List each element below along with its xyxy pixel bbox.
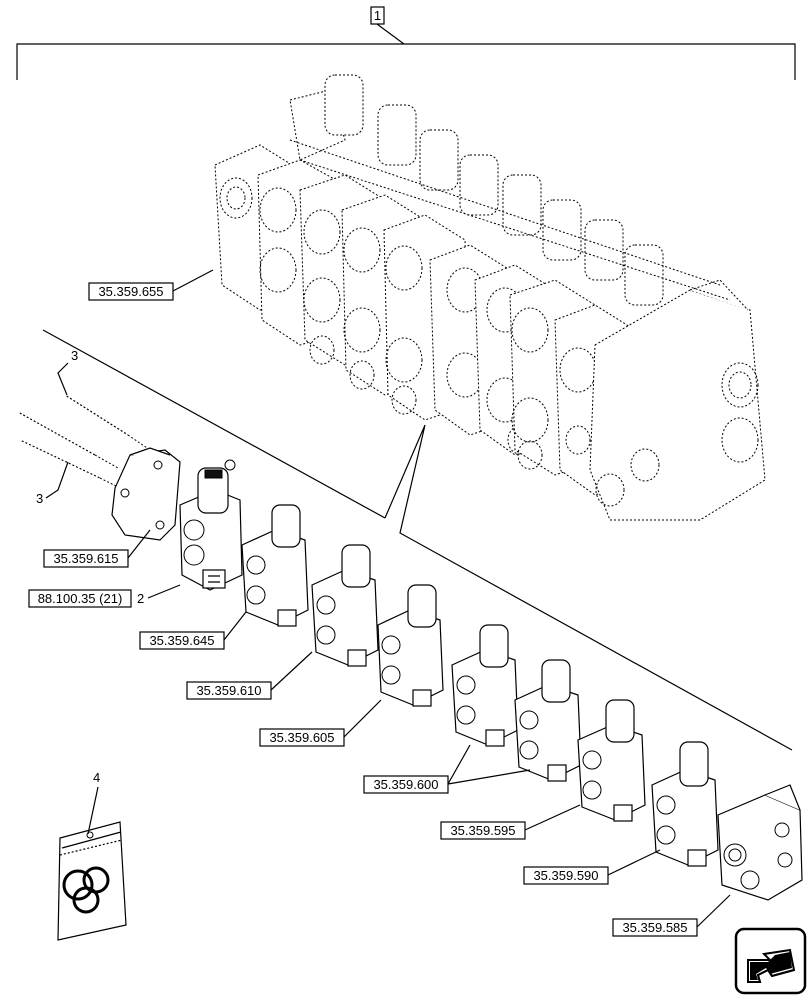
section-610 <box>311 544 379 667</box>
tie-rods <box>17 394 151 489</box>
assembly-bracket <box>16 23 796 80</box>
inlet-block-585 <box>717 784 803 901</box>
seal-kit-callout[interactable]: 4 <box>93 770 100 785</box>
tie-rod-callout-bottom[interactable]: 3 <box>36 491 43 506</box>
seal-kit-bag <box>57 821 127 941</box>
svg-text:35.359.610: 35.359.610 <box>196 683 261 698</box>
section-610-callout[interactable]: 35.359.610 <box>186 681 272 700</box>
section-605-callout[interactable]: 35.359.605 <box>259 728 345 747</box>
end-plate-callout[interactable]: 35.359.615 <box>43 549 129 568</box>
tie-rod-callout-top[interactable]: 3 <box>71 348 78 363</box>
svg-text:35.359.595: 35.359.595 <box>450 823 515 838</box>
end-plate <box>111 447 181 541</box>
section-605 <box>377 584 444 707</box>
section-645-callout[interactable]: 35.359.645 <box>139 631 225 650</box>
svg-text:35.359.655: 35.359.655 <box>98 284 163 299</box>
explosion-guide-lines <box>42 329 793 751</box>
section-kit-callout[interactable]: 88.100.35 (21) <box>28 589 132 608</box>
inlet-585-callout[interactable]: 35.359.585 <box>612 918 698 937</box>
arrow-back-icon[interactable] <box>734 927 807 995</box>
section-595 <box>577 699 646 822</box>
body-assembly-callout[interactable]: 35.359.655 <box>88 282 174 301</box>
svg-text:35.359.600: 35.359.600 <box>373 777 438 792</box>
section-item-callout[interactable]: 2 <box>137 591 144 606</box>
svg-text:35.359.645: 35.359.645 <box>149 633 214 648</box>
assembly-callout[interactable]: 1 <box>370 6 385 25</box>
svg-text:88.100.35 (21): 88.100.35 (21) <box>38 591 123 606</box>
section-645 <box>241 504 309 627</box>
assembled-valve-bank <box>214 74 766 521</box>
section-590-callout[interactable]: 35.359.590 <box>523 866 609 885</box>
control-section-item-2 <box>179 459 243 591</box>
svg-text:35.359.615: 35.359.615 <box>53 551 118 566</box>
section-595-callout[interactable]: 35.359.595 <box>440 821 526 840</box>
svg-text:35.359.585: 35.359.585 <box>622 920 687 935</box>
svg-text:35.359.590: 35.359.590 <box>533 868 598 883</box>
assembly-callout-label: 1 <box>374 8 381 23</box>
section-600-callout[interactable]: 35.359.600 <box>363 775 449 794</box>
section-590 <box>651 741 719 867</box>
section-600 <box>451 624 582 782</box>
svg-text:35.359.605: 35.359.605 <box>269 730 334 745</box>
